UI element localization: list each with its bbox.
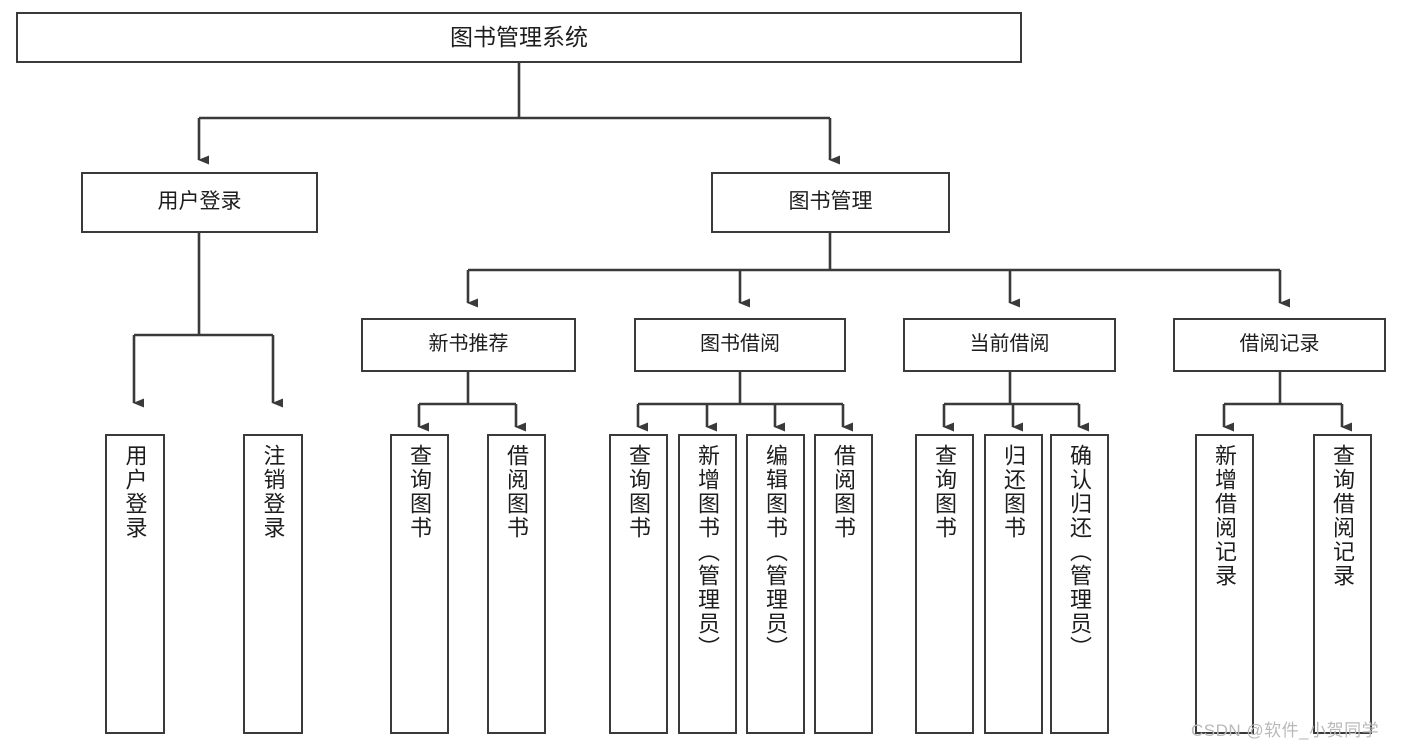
node-book-management[interactable]: 图书管理 xyxy=(711,172,950,233)
node-label: 新书推荐 xyxy=(428,333,509,356)
leaf-edit-book[interactable]: 编辑图书（管理员） xyxy=(746,434,805,734)
leaf-confirm-return[interactable]: 确认归还（管理员） xyxy=(1050,434,1109,734)
leaf-add-book[interactable]: 新增图书（管理员） xyxy=(678,434,737,734)
node-current-borrow[interactable]: 当前借阅 xyxy=(903,318,1116,372)
node-label: 用户登录 xyxy=(157,190,242,214)
node-label: 当前借阅 xyxy=(969,333,1050,356)
node-label: 确认归还（管理员） xyxy=(1067,444,1093,660)
node-user-login[interactable]: 用户登录 xyxy=(81,172,318,233)
node-book-borrow[interactable]: 图书借阅 xyxy=(634,318,846,372)
csdn-watermark: CSDN @软件_小贺同学 xyxy=(1191,721,1380,740)
leaf-query-book-1[interactable]: 查询图书 xyxy=(390,434,449,734)
node-label: 新增图书（管理员） xyxy=(695,444,721,660)
leaf-query-book-2[interactable]: 查询图书 xyxy=(609,434,668,734)
node-new-book-recommend[interactable]: 新书推荐 xyxy=(361,318,576,372)
node-label: 图书管理系统 xyxy=(450,23,588,50)
leaf-query-record[interactable]: 查询借阅记录 xyxy=(1313,434,1372,734)
leaf-add-record[interactable]: 新增借阅记录 xyxy=(1195,434,1254,734)
node-label: 图书管理 xyxy=(788,190,873,214)
node-borrow-record[interactable]: 借阅记录 xyxy=(1173,318,1386,372)
node-label: 用户登录 xyxy=(122,444,148,540)
node-label: 查询图书 xyxy=(932,444,958,540)
leaf-user-logout[interactable]: 注销登录 xyxy=(243,434,303,734)
node-label: 借阅记录 xyxy=(1239,333,1320,356)
node-label: 查询借阅记录 xyxy=(1330,444,1356,588)
node-root-system[interactable]: 图书管理系统 xyxy=(16,12,1022,63)
node-label: 图书借阅 xyxy=(700,333,780,356)
leaf-query-book-3[interactable]: 查询图书 xyxy=(915,434,974,734)
leaf-user-login[interactable]: 用户登录 xyxy=(105,434,165,734)
leaf-return-book[interactable]: 归还图书 xyxy=(984,434,1043,734)
node-label: 借阅图书 xyxy=(831,444,857,540)
node-label: 编辑图书（管理员） xyxy=(763,444,789,660)
leaf-borrow-book-2[interactable]: 借阅图书 xyxy=(814,434,873,734)
node-label: 归还图书 xyxy=(1001,444,1027,540)
node-label: 查询图书 xyxy=(626,444,652,540)
node-label: 借阅图书 xyxy=(504,444,530,540)
node-label: 注销登录 xyxy=(260,444,286,540)
node-label: 新增借阅记录 xyxy=(1212,444,1238,588)
node-label: 查询图书 xyxy=(407,444,433,540)
leaf-borrow-book-1[interactable]: 借阅图书 xyxy=(487,434,546,734)
